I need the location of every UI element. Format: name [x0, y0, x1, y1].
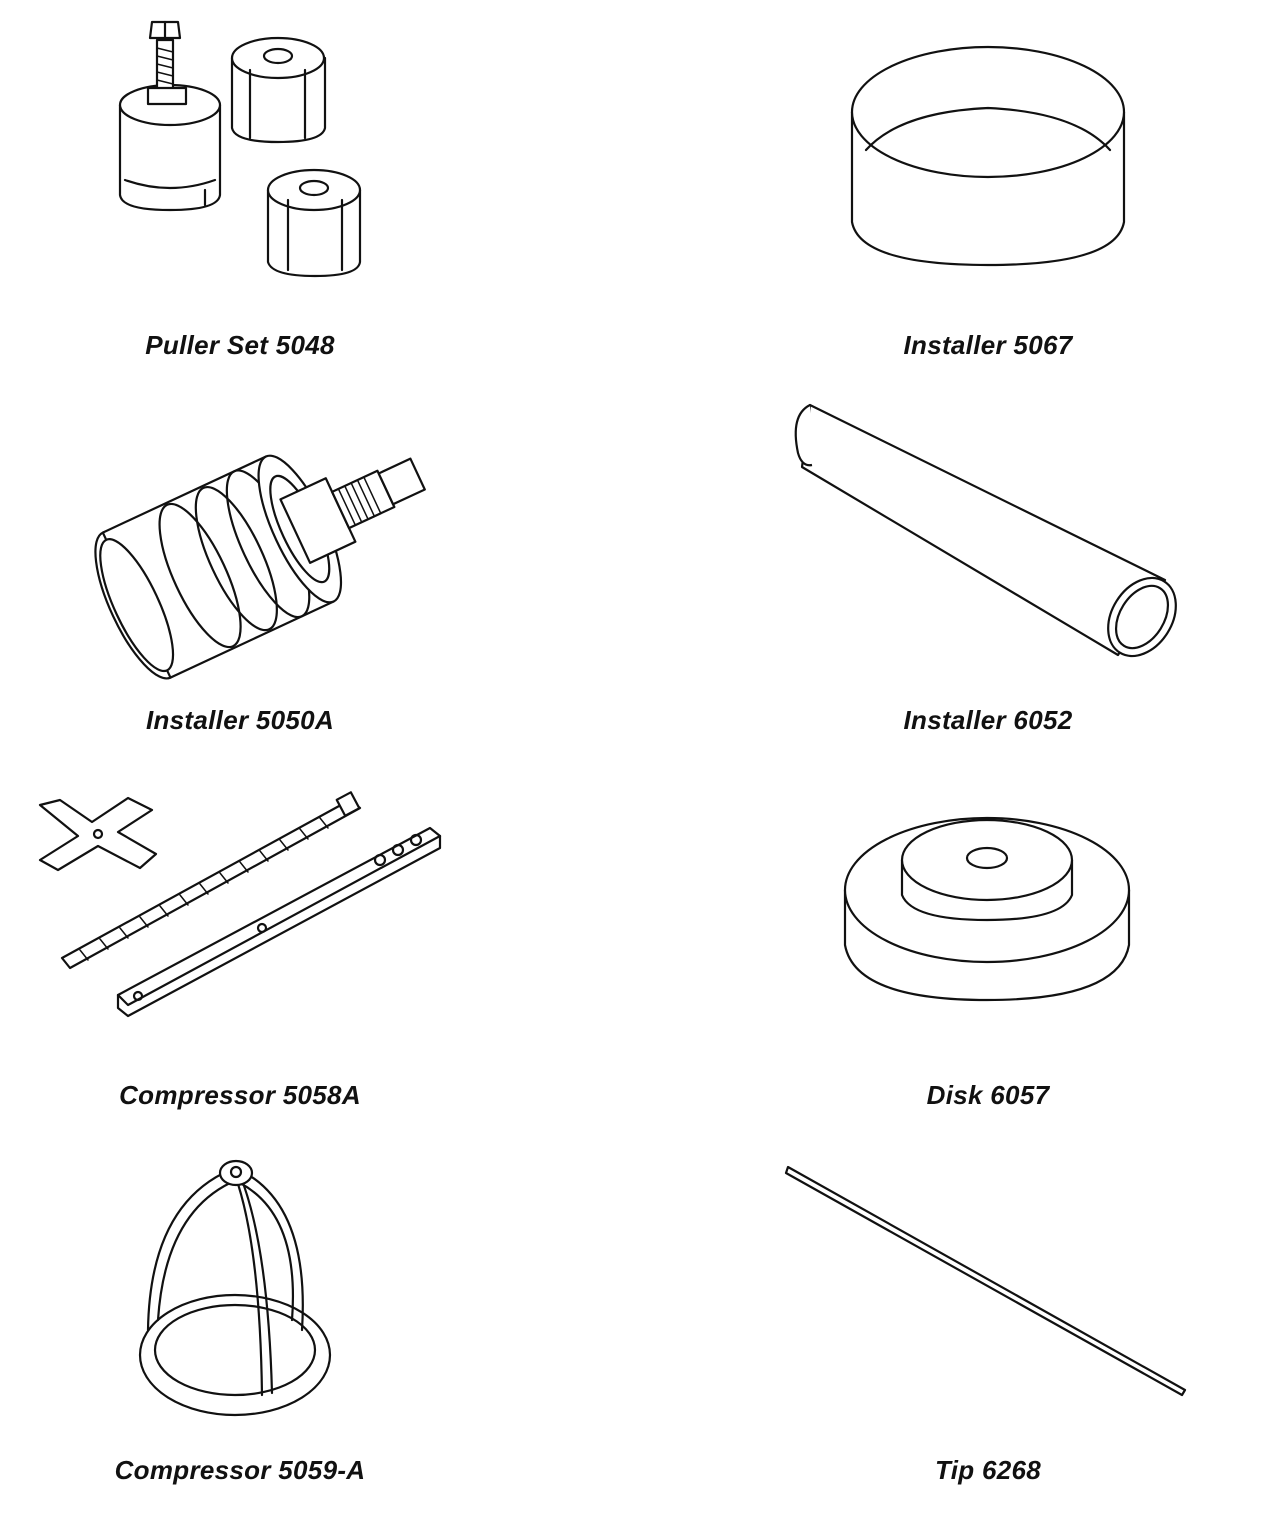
tool-cell-tip-6268: Tip 6268 — [640, 1125, 1280, 1500]
tool-cell-installer-5067: Installer 5067 — [640, 0, 1280, 375]
puller-set-caption: Puller Set 5048 — [145, 330, 335, 360]
installer-5067-caption: Installer 5067 — [903, 330, 1073, 360]
puller-set-illustration — [118, 20, 362, 278]
installer-5050a-illustration — [94, 454, 426, 680]
tip-6268-caption: Tip 6268 — [935, 1455, 1041, 1485]
installer-6052-illustration — [794, 403, 1177, 658]
disk-6057-caption: Disk 6057 — [926, 1080, 1050, 1110]
installer-5050a-caption: Installer 5050A — [145, 705, 335, 735]
disk-6057-illustration — [843, 816, 1131, 1002]
installer-6052-caption: Installer 6052 — [903, 705, 1073, 735]
tool-cell-installer-6052: Installer 6052 — [640, 375, 1280, 750]
compressor-5059a-illustration — [138, 1159, 332, 1417]
tool-cell-compressor-5059a: Compressor 5059-A — [0, 1125, 640, 1500]
compressor-5059a-caption: Compressor 5059-A — [114, 1455, 366, 1485]
tool-cell-disk-6057: Disk 6057 — [640, 750, 1280, 1125]
tool-cell-installer-5050a: Installer 5050A — [0, 375, 640, 750]
compressor-5058a-caption: Compressor 5058A — [119, 1080, 361, 1110]
tool-cell-compressor-5058a: Compressor 5058A — [0, 750, 640, 1125]
installer-5067-illustration — [850, 45, 1126, 267]
tool-cell-puller-set: Puller Set 5048 — [0, 0, 640, 375]
tip-6268-illustration — [784, 1165, 1187, 1397]
compressor-5058a-illustration — [38, 791, 442, 1018]
